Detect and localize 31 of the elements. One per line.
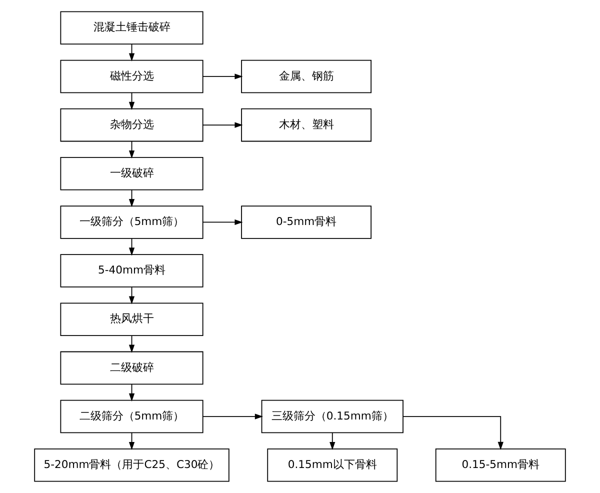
arrow	[128, 286, 135, 304]
arrow	[128, 335, 135, 353]
node-box: 磁性分选	[60, 60, 204, 94]
arrow	[128, 190, 135, 208]
node-box: 0.15mm以下骨料	[267, 448, 398, 482]
arrow	[128, 92, 135, 110]
node-box: 一级筛分（5mm筛）	[60, 206, 204, 239]
arrow	[402, 416, 504, 450]
node-box: 三级筛分（0.15mm筛）	[261, 400, 404, 434]
arrow	[202, 122, 243, 128]
node-box: 金属、钢筋	[241, 60, 372, 94]
arrow	[202, 414, 264, 420]
node-box: 0.15-5mm骨料	[435, 448, 566, 482]
node-box: 0-5mm骨料	[241, 206, 372, 239]
node-box: 一级破碎	[60, 156, 204, 190]
arrow	[330, 432, 336, 450]
arrow	[202, 74, 243, 80]
node-box: 木材、塑料	[241, 108, 372, 142]
arrow	[128, 238, 135, 256]
arrow	[128, 384, 135, 402]
arrow	[128, 141, 135, 159]
node-box: 混凝土锤击破碎	[60, 11, 204, 45]
arrow	[202, 219, 243, 226]
arrow	[128, 44, 135, 62]
node-box: 热风烘干	[60, 302, 204, 336]
node-box: 5-20mm骨料（用于C25、C30砼）	[34, 448, 230, 482]
arrow	[128, 432, 135, 450]
node-box: 杂物分选	[60, 108, 204, 142]
node-box: 5-40mm骨料	[60, 254, 204, 288]
node-box: 二级破碎	[60, 351, 204, 385]
node-box: 二级筛分（5mm筛）	[60, 400, 204, 434]
